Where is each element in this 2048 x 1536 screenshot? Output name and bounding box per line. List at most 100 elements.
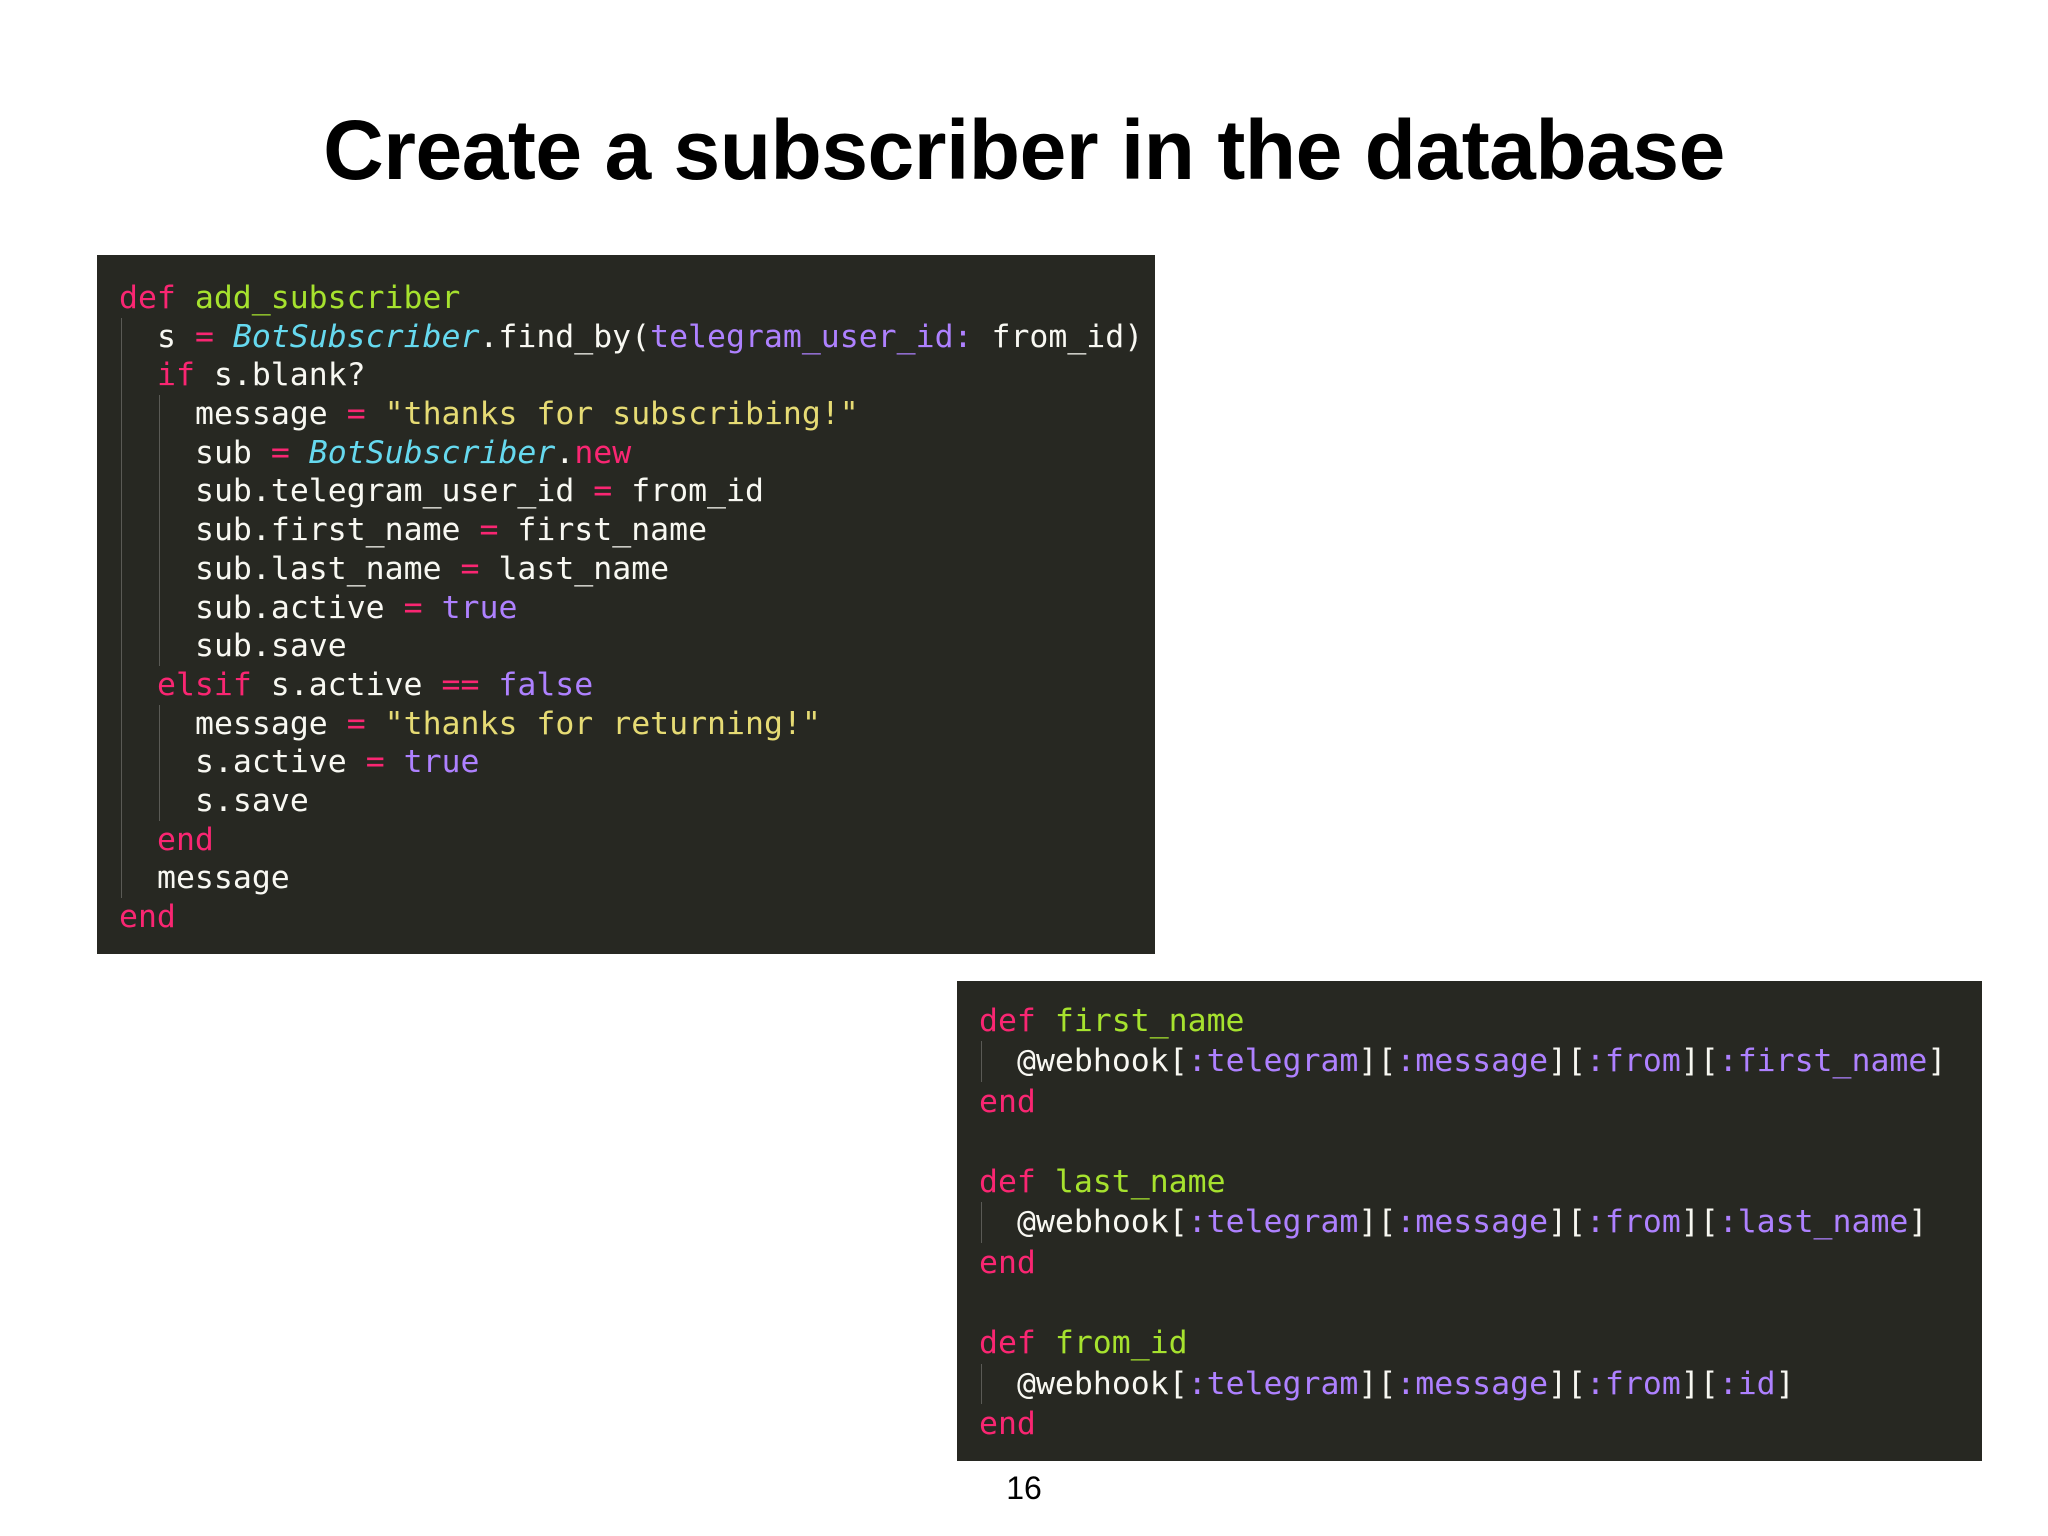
page-number: 16 <box>1006 1470 1042 1506</box>
code-token: .find_by( <box>479 318 651 355</box>
code-token: :telegram <box>1187 1365 1359 1402</box>
code-token: = <box>346 705 366 742</box>
code-line: sub.telegram_user_id = from_id <box>119 472 1155 512</box>
code-token: :message <box>1396 1043 1549 1080</box>
code-line: sub.last_name = last_name <box>119 549 1155 589</box>
code-token: = <box>460 550 480 587</box>
code-token: ][ <box>1680 1204 1719 1241</box>
code-token: new <box>574 434 632 471</box>
code-line: sub.first_name = first_name <box>119 511 1155 550</box>
slide-title: Create a subscriber in the database <box>323 103 1725 197</box>
code-token: == <box>441 666 480 703</box>
indent-guide <box>981 1202 982 1243</box>
code-token: last_name <box>1054 1164 1226 1201</box>
indent-guide <box>121 395 122 434</box>
code-line: def first_name <box>979 1001 1982 1041</box>
code-token: :id <box>1718 1365 1776 1402</box>
indent-guide <box>121 356 122 396</box>
code-token: . <box>555 434 575 471</box>
code-line <box>979 1283 1982 1323</box>
code-token: ][ <box>1548 1204 1586 1241</box>
code-line: def add_subscriber <box>119 279 1155 318</box>
indent-guide <box>159 511 160 550</box>
indent-guide <box>121 820 122 860</box>
code-token: def <box>979 1003 1036 1039</box>
code-line: end <box>979 1404 1982 1444</box>
code-token <box>1036 1003 1055 1039</box>
indent-guide <box>159 472 160 512</box>
code-token: first_name <box>498 512 708 549</box>
code-token: message <box>157 860 290 897</box>
code-token: from_id <box>1054 1325 1188 1362</box>
code-token: message <box>195 705 347 742</box>
code-token: sub.last_name <box>195 550 461 587</box>
code-token: sub.active <box>195 589 404 626</box>
code-line: def from_id <box>979 1323 1982 1363</box>
code-token: elsif <box>157 666 252 703</box>
code-token: ] <box>1908 1204 1928 1241</box>
indent-guide <box>981 1041 982 1082</box>
code-line: end <box>119 898 1155 937</box>
code-token: BotSubscriber <box>308 434 556 471</box>
code-token: ] <box>1775 1365 1795 1402</box>
code-token: :message <box>1396 1204 1549 1241</box>
indent-guide <box>159 743 160 782</box>
code-token: ][ <box>1358 1365 1397 1402</box>
code-token <box>366 706 385 742</box>
indent-guide <box>159 433 160 473</box>
indent-guide <box>121 627 122 666</box>
code-token <box>214 319 233 355</box>
code-token: ][ <box>1548 1365 1586 1402</box>
code-token: s.active <box>251 666 442 703</box>
code-token: ][ <box>1680 1365 1719 1402</box>
code-token: add_subscriber <box>194 280 461 316</box>
code-token: = <box>346 396 366 433</box>
code-token: :last_name <box>1718 1204 1909 1241</box>
code-line: end <box>979 1243 1982 1283</box>
code-token: false <box>498 666 594 703</box>
code-line: message = "thanks for subscribing!" <box>119 395 1155 434</box>
indent-guide <box>159 588 160 628</box>
code-token: end <box>979 1083 1036 1120</box>
code-token: sub <box>195 434 271 471</box>
code-token: def <box>119 280 176 316</box>
code-line: if s.blank? <box>119 356 1155 396</box>
code-token: @webhook[ <box>1017 1204 1188 1241</box>
code-token: ] <box>1927 1043 1947 1080</box>
code-token: end <box>979 1405 1036 1442</box>
indent-guide <box>121 472 122 512</box>
code-line: message <box>119 859 1155 898</box>
code-line: s.save <box>119 781 1155 821</box>
code-token: BotSubscriber <box>232 318 480 355</box>
code-token: telegram_user_id: <box>650 318 973 355</box>
code-line: @webhook[:telegram][:message][:from][:id… <box>979 1363 1982 1404</box>
code-token <box>1036 1164 1055 1200</box>
code-token <box>479 667 498 703</box>
code-token: :message <box>1396 1365 1549 1402</box>
code-token <box>366 396 385 432</box>
code-line: message = "thanks for returning!" <box>119 704 1155 744</box>
indent-guide <box>121 433 122 473</box>
code-token: from_id) <box>972 318 1144 355</box>
code-token: s.blank? <box>194 357 366 394</box>
code-token: true <box>403 744 480 781</box>
code-token: sub.telegram_user_id <box>195 473 594 510</box>
code-line: sub = BotSubscriber.new <box>119 433 1155 473</box>
code-line: @webhook[:telegram][:message][:from][:la… <box>979 1202 1982 1243</box>
code-token: s.save <box>195 782 309 819</box>
indent-guide <box>159 781 160 821</box>
code-token: true <box>441 589 518 626</box>
indent-guide <box>121 704 122 744</box>
indent-guide <box>121 743 122 782</box>
code-token: = <box>270 434 290 471</box>
code-token <box>423 590 442 626</box>
code-token: = <box>593 473 613 510</box>
indent-guide <box>121 317 122 357</box>
code-token: "thanks for returning!" <box>384 705 821 742</box>
code-token: end <box>979 1244 1036 1281</box>
code-token <box>176 280 195 316</box>
code-block-helper-methods: def first_name@webhook[:telegram][:messa… <box>957 981 1982 1461</box>
code-token: message <box>195 396 347 433</box>
code-token: @webhook[ <box>1017 1365 1188 1402</box>
code-token: def <box>979 1325 1036 1362</box>
